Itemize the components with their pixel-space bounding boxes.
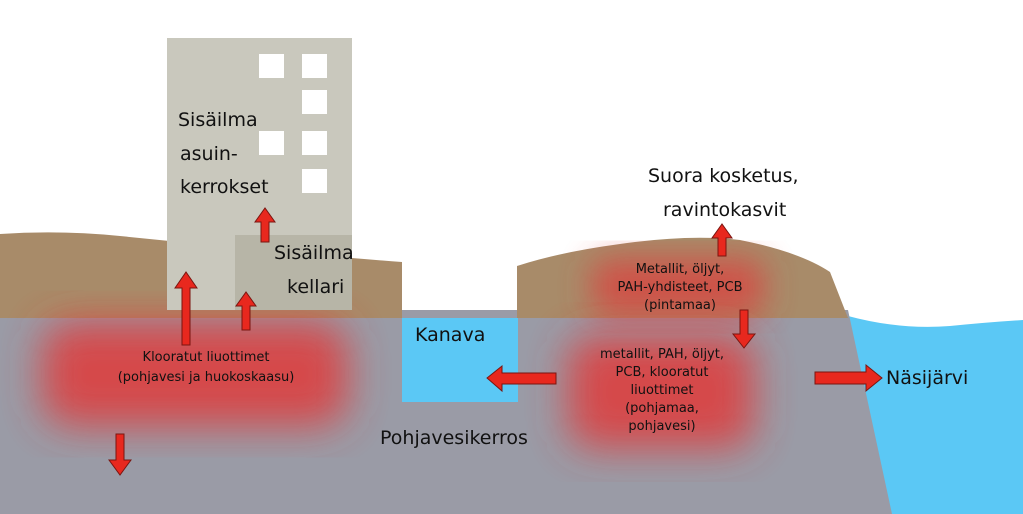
lake-water <box>848 316 1023 514</box>
label-indoor-cellar-1: Sisäilma <box>274 242 354 264</box>
arrow-down-leaching <box>108 433 132 476</box>
arrow-left-to-canal <box>486 364 557 393</box>
arrow-up-to-floors <box>254 207 276 243</box>
label-aquifer: Pohjavesikerros <box>380 427 528 449</box>
zone-deep-line-1: metallit, PAH, öljyt, <box>600 347 724 362</box>
zone-left-line-2: (pohjavesi ja huokoskaasu) <box>118 370 295 385</box>
contamination-zone-left <box>42 322 348 426</box>
label-indoor-upper-3: kerrokset <box>180 176 269 198</box>
zone-deep-line-4: (pohjamaa, <box>625 401 699 416</box>
label-direct-contact-2: ravintokasvit <box>663 199 786 221</box>
zone-surface-line-2: PAH-yhdisteet, PCB <box>618 280 743 295</box>
arrow-up-to-surface <box>711 223 733 257</box>
arrow-up-to-cellar <box>235 291 257 331</box>
arrow-down-to-deep <box>731 309 757 349</box>
label-canal: Kanava <box>415 324 485 346</box>
apartment-building <box>167 38 352 310</box>
label-indoor-cellar-2: kellari <box>287 276 344 298</box>
arrow-right-to-lake <box>814 363 883 393</box>
contamination-zone-deep <box>568 336 754 448</box>
label-indoor-upper-2: asuin- <box>180 143 238 165</box>
arrow-up-from-left-zone <box>174 271 198 346</box>
zone-surface-line-3: (pintamaa) <box>644 298 716 313</box>
zone-deep-line-5: pohjavesi) <box>628 419 695 434</box>
zone-deep-line-3: liuottimet <box>631 383 694 398</box>
label-lake: Näsijärvi <box>886 367 968 389</box>
zone-surface-line-1: Metallit, öljyt, <box>636 262 725 277</box>
contamination-zone-surface <box>592 258 764 316</box>
label-direct-contact-1: Suora kosketus, <box>648 165 799 187</box>
cellar-section <box>235 235 352 310</box>
zone-deep-line-2: PCB, klooratut <box>616 365 709 380</box>
building-windows <box>259 54 327 193</box>
label-indoor-upper-1: Sisäilma <box>178 109 258 131</box>
zone-left-line-1: Klooratut liuottimet <box>143 350 270 365</box>
